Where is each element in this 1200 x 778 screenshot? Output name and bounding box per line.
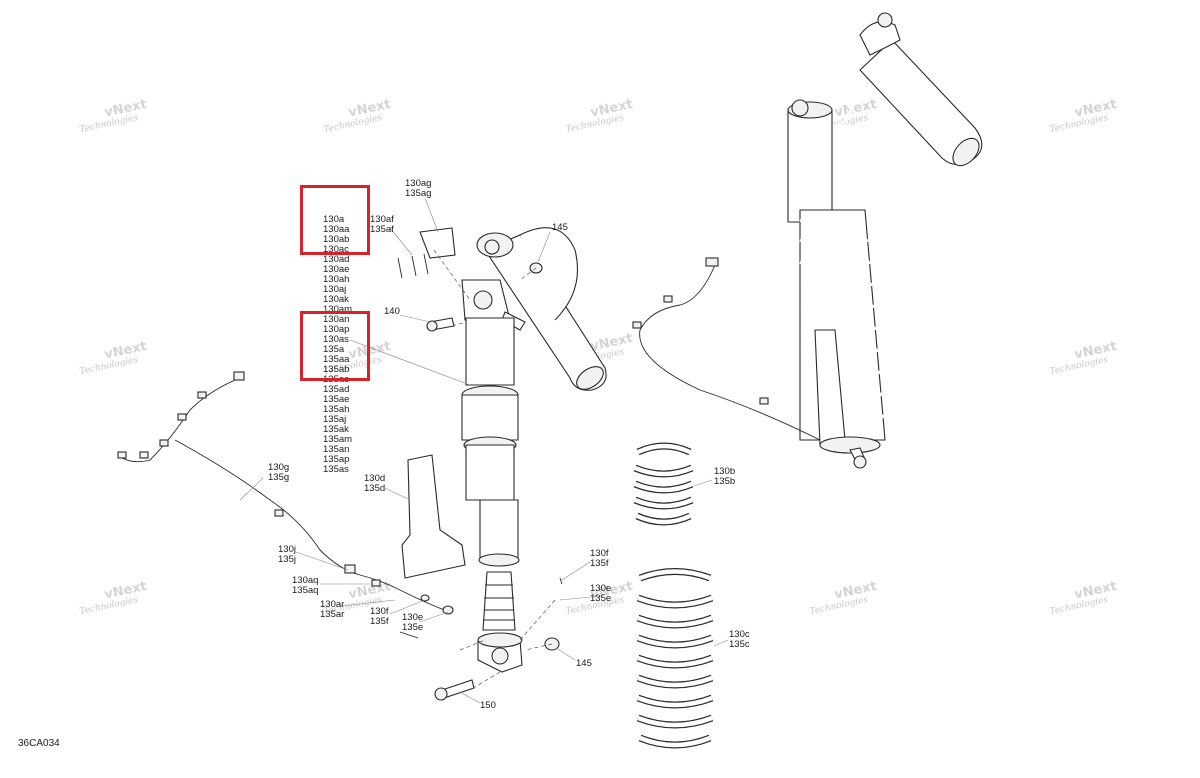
part-list-item: 135ap <box>323 454 349 465</box>
callout-130ar: 130ar <box>320 599 344 610</box>
callout-135c: 135c <box>729 639 750 650</box>
callout-130aq: 130aq <box>292 575 318 586</box>
callout-135j: 135j <box>278 554 296 565</box>
highlight-box-top <box>300 185 370 255</box>
callout-130c: 130c <box>729 629 750 640</box>
callout-140: 140 <box>384 306 400 317</box>
callout-135b: 135b <box>714 476 735 487</box>
coil-spring-130b <box>633 442 694 526</box>
leader-lines <box>239 197 729 704</box>
callouts: 130ag 135ag 130af 135af 145 140 130g 135… <box>268 178 750 711</box>
part-list-item: 130ae <box>323 264 349 275</box>
callout-130g: 130g <box>268 462 289 473</box>
part-list-item: 135a <box>323 344 345 355</box>
callout-135f: 135f <box>590 558 609 569</box>
part-list-item: 130a <box>323 214 345 225</box>
guard-illustration <box>401 454 466 579</box>
callout-130af: 130af <box>370 214 394 225</box>
callout-130d: 130d <box>364 473 385 484</box>
diagram-code: 36CA034 <box>18 738 60 749</box>
part-list-item: 130am <box>323 304 352 315</box>
callout-145: 145 <box>576 658 592 669</box>
callout-130j: 130j <box>278 544 296 555</box>
part-list-item: 130ak <box>323 294 349 305</box>
callout-130f: 130f <box>590 548 609 559</box>
part-list-item: 135ah <box>323 404 349 415</box>
part-list-item: 130ad <box>323 254 349 265</box>
callout-135af: 135af <box>370 224 394 235</box>
callout-150: 150 <box>480 700 496 711</box>
coil-spring-130c <box>636 568 714 749</box>
callout-130ag: 130ag <box>405 178 431 189</box>
part-list-item: 135ae <box>323 394 349 405</box>
callout-135aq: 135aq <box>292 585 318 596</box>
part-list-item: 130ah <box>323 274 349 285</box>
part-list-item: 135aj <box>323 414 346 425</box>
callout-130b: 130b <box>714 466 735 477</box>
callout-130f: 130f <box>370 606 389 617</box>
callout-135d: 135d <box>364 483 385 494</box>
callout-135e: 135e <box>590 593 611 604</box>
part-list-item: 130aj <box>323 284 346 295</box>
part-list-item: 130ab <box>323 234 349 245</box>
coil-spring-assembled <box>799 209 886 441</box>
callout-135g: 135g <box>268 472 289 483</box>
callout-135ar: 135ar <box>320 609 344 620</box>
part-list-item: 135aa <box>323 354 350 365</box>
part-list-item: 130an <box>323 314 349 325</box>
part-list-item: 135ab <box>323 364 349 375</box>
part-list-item: 130ap <box>323 324 349 335</box>
part-list-item: 135an <box>323 444 349 455</box>
highlight-box-bottom <box>300 311 370 381</box>
part-list-item: 135am <box>323 434 352 445</box>
part-list-item: 135as <box>323 464 349 475</box>
callout-135f: 135f <box>370 616 389 627</box>
part-list-item: 130ac <box>323 244 349 255</box>
part-list: 130a 130aa 130ab 130ac 130ad 130ae 130ah… <box>323 214 352 475</box>
harness-illustration <box>117 371 563 639</box>
callout-130e: 130e <box>590 583 611 594</box>
callout-130e: 130e <box>402 612 423 623</box>
part-list-item: 130as <box>323 334 349 345</box>
callout-135e: 135e <box>402 622 423 633</box>
part-list-item: 135ak <box>323 424 349 435</box>
part-list-item: 130aa <box>323 224 350 235</box>
callout-135ag: 135ag <box>405 188 431 199</box>
callout-145: 145 <box>552 222 568 233</box>
part-list-item: 135ad <box>323 384 349 395</box>
exploded-shock-illustration <box>397 227 607 701</box>
assembled-shock-illustration <box>632 12 983 469</box>
